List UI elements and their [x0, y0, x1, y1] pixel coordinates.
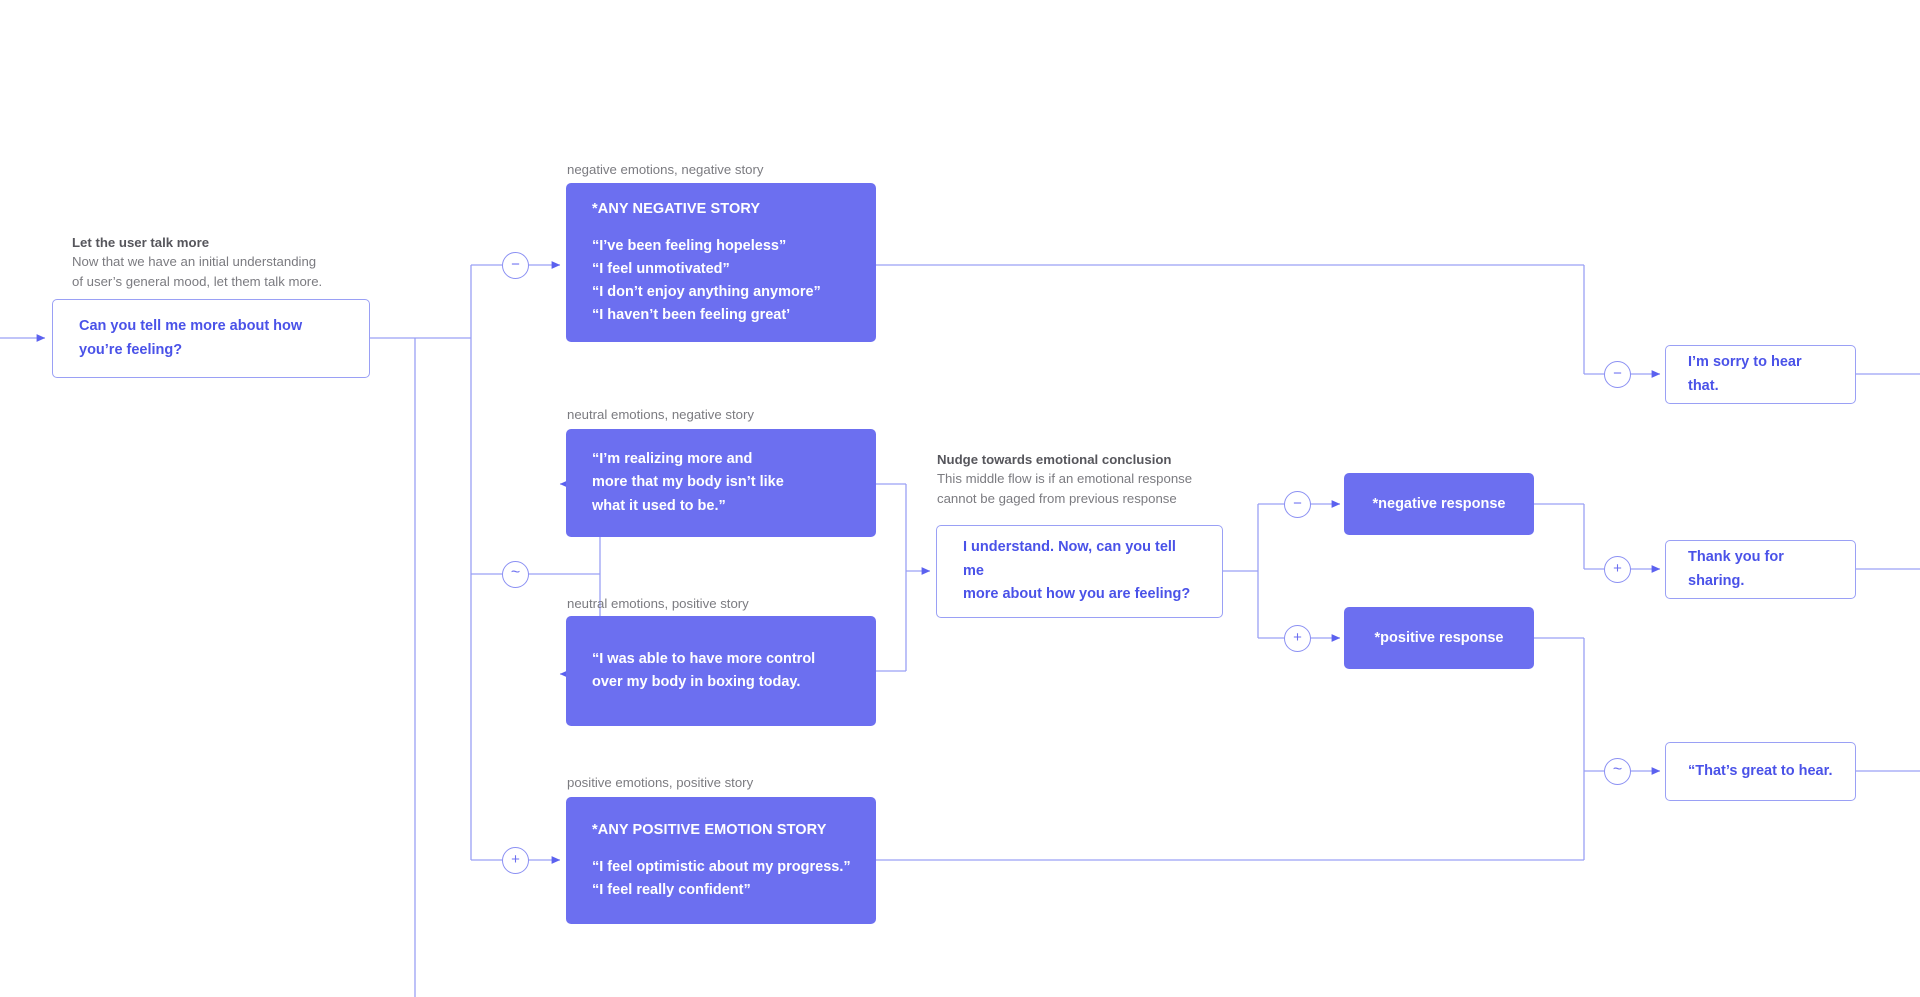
- node-nudge-prompt-line-2: more about how you are feeling?: [963, 586, 1191, 603]
- node-reply-sorry-label: I’m sorry to hear that.: [1688, 354, 1802, 394]
- node-reply-thanks-label: Thank you for sharing.: [1688, 549, 1784, 589]
- node-nudge-prompt-line-1: I understand. Now, can you tell me: [963, 539, 1176, 579]
- plus-glyph: +: [1613, 560, 1622, 577]
- node-any-negative-story-quote-1: “I’ve been feeling hopeless”: [592, 237, 787, 254]
- caption-subline-2: of user’s general mood, let them talk mo…: [72, 273, 323, 289]
- node-positive-response-inner: *positive response: [1344, 627, 1534, 650]
- node-neutral-positive-story-inner: “I was able to have more control over my…: [566, 648, 876, 695]
- node-negative-response[interactable]: *negative response: [1344, 473, 1534, 535]
- node-prompt-line-2: you’re feeling?: [79, 341, 183, 358]
- caption-neutral-emotions-negative-story: neutral emotions, negative story: [567, 405, 754, 424]
- operator-minus-icon-branch-negative[interactable]: −: [502, 252, 529, 279]
- minus-glyph: −: [511, 256, 520, 273]
- node-reply-thanks-inner: Thank you for sharing.: [1666, 546, 1855, 593]
- caption-negative-emotions-negative-story: negative emotions, negative story: [567, 160, 763, 179]
- node-prompt-talk-more-inner: Can you tell me more about how you’re fe…: [53, 315, 369, 362]
- plus-glyph: +: [511, 851, 520, 868]
- operator-tilde-icon-branch-neutral[interactable]: ~: [502, 561, 529, 588]
- operator-plus-icon-branch-positive[interactable]: +: [502, 847, 529, 874]
- node-any-positive-story-quote-1: “I feel optimistic about my progress.”: [592, 858, 851, 875]
- node-prompt-talk-more[interactable]: Can you tell me more about how you’re fe…: [52, 299, 370, 378]
- operator-tilde-icon-reply-great[interactable]: ~: [1604, 758, 1631, 785]
- node-nudge-prompt-inner: I understand. Now, can you tell me more …: [937, 536, 1222, 606]
- node-any-positive-emotion-story[interactable]: *ANY POSITIVE EMOTION STORY “I feel opti…: [566, 797, 876, 924]
- minus-glyph: −: [1293, 495, 1302, 512]
- node-reply-thank-you-for-sharing[interactable]: Thank you for sharing.: [1665, 540, 1856, 599]
- node-neutral-negative-line-2: more that my body isn’t like: [592, 474, 784, 491]
- node-neutral-positive-story[interactable]: “I was able to have more control over my…: [566, 616, 876, 726]
- tilde-glyph: ~: [1612, 760, 1623, 778]
- node-any-positive-emotion-story-inner: *ANY POSITIVE EMOTION STORY “I feel opti…: [566, 819, 876, 901]
- node-neutral-negative-line-1: “I’m realizing more and: [592, 450, 753, 467]
- plus-glyph: +: [1293, 629, 1302, 646]
- node-prompt-line-1: Can you tell me more about how: [79, 318, 303, 335]
- caption-heading: Let the user talk more: [72, 235, 210, 250]
- operator-minus-icon-reply-sorry[interactable]: −: [1604, 361, 1631, 388]
- node-reply-sorry-inner: I’m sorry to hear that.: [1666, 351, 1855, 398]
- tilde-glyph: ~: [510, 563, 521, 581]
- caption-text: neutral emotions, negative story: [567, 407, 754, 422]
- caption-subline-2: cannot be gaged from previous response: [937, 490, 1177, 506]
- caption-heading: Nudge towards emotional conclusion: [937, 452, 1172, 467]
- caption-subline-1: Now that we have an initial understandin…: [72, 254, 317, 270]
- node-nudge-prompt[interactable]: I understand. Now, can you tell me more …: [936, 525, 1223, 618]
- node-neutral-negative-story[interactable]: “I’m realizing more and more that my bod…: [566, 429, 876, 537]
- node-reply-thats-great-to-hear[interactable]: “That’s great to hear.: [1665, 742, 1856, 801]
- node-negative-response-label: *negative response: [1372, 495, 1506, 512]
- node-any-positive-story-title: *ANY POSITIVE EMOTION STORY: [592, 822, 827, 839]
- node-any-negative-story-quote-3: “I don’t enjoy anything anymore”: [592, 283, 821, 300]
- caption-text: neutral emotions, positive story: [567, 596, 749, 611]
- node-positive-response[interactable]: *positive response: [1344, 607, 1534, 669]
- node-any-negative-story-quote-4: “I haven’t been feeling great’: [592, 306, 791, 323]
- node-reply-great-inner: “That’s great to hear.: [1666, 760, 1855, 783]
- node-any-negative-story-title: *ANY NEGATIVE STORY: [592, 201, 761, 218]
- minus-glyph: −: [1613, 365, 1622, 382]
- caption-positive-emotions-positive-story: positive emotions, positive story: [567, 773, 753, 792]
- node-reply-great-label: “That’s great to hear.: [1688, 762, 1833, 779]
- node-neutral-positive-line-2: over my body in boxing today.: [592, 674, 801, 690]
- node-negative-response-inner: *negative response: [1344, 493, 1534, 516]
- node-neutral-positive-line-1: “I was able to have more control: [592, 650, 816, 667]
- operator-plus-icon-reply-thanks[interactable]: +: [1604, 556, 1631, 583]
- caption-nudge-towards-emotional-conclusion: Nudge towards emotional conclusion This …: [937, 450, 1192, 508]
- node-reply-sorry-to-hear[interactable]: I’m sorry to hear that.: [1665, 345, 1856, 404]
- node-neutral-negative-story-inner: “I’m realizing more and more that my bod…: [566, 448, 876, 518]
- caption-let-user-talk-more: Let the user talk more Now that we have …: [72, 233, 322, 291]
- caption-text: negative emotions, negative story: [567, 162, 764, 177]
- caption-neutral-emotions-positive-story: neutral emotions, positive story: [567, 594, 749, 613]
- operator-plus-icon-response-positive[interactable]: +: [1284, 625, 1311, 652]
- node-any-positive-story-quote-2: “I feel really confident”: [592, 881, 751, 898]
- caption-subline-1: This middle flow is if an emotional resp…: [937, 471, 1193, 487]
- node-positive-response-label: *positive response: [1374, 629, 1504, 646]
- node-neutral-negative-line-3: what it used to be.”: [592, 497, 726, 514]
- node-any-negative-story[interactable]: *ANY NEGATIVE STORY “I’ve been feeling h…: [566, 183, 876, 342]
- node-any-negative-story-quote-2: “I feel unmotivated”: [592, 260, 730, 277]
- caption-text: positive emotions, positive story: [567, 775, 754, 790]
- node-any-negative-story-inner: *ANY NEGATIVE STORY “I’ve been feeling h…: [566, 198, 876, 326]
- operator-minus-icon-response-negative[interactable]: −: [1284, 491, 1311, 518]
